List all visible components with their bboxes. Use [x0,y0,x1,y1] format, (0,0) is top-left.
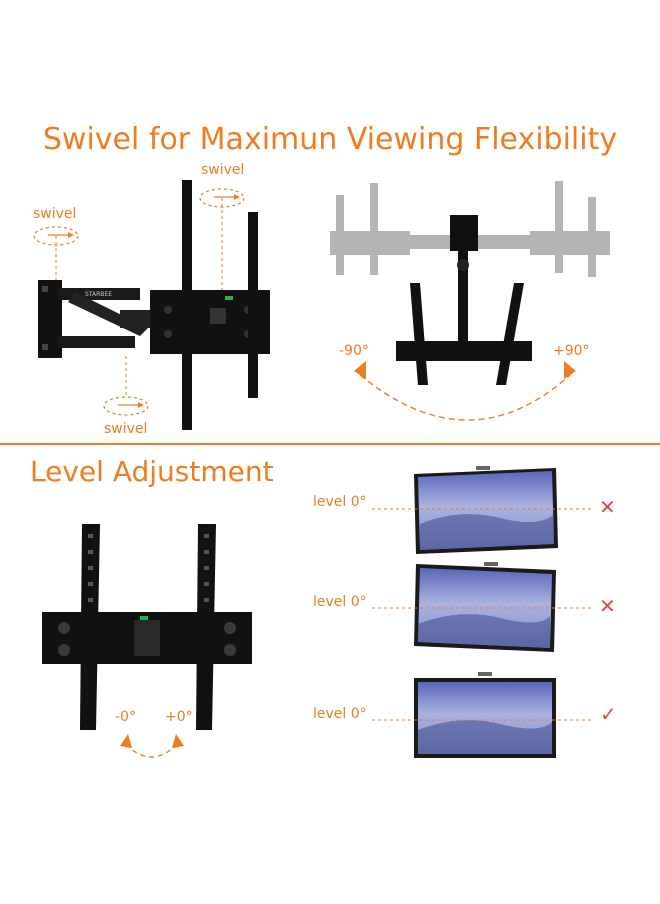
level-row-1-cross-icon: ✕ [599,495,616,519]
articulating-mount-image: STARBEE [33,180,270,430]
swivel-label-left: swivel [33,206,77,222]
level-row-2-label: level 0° [313,594,367,610]
tilt-label-pos0: +0° [165,709,193,725]
swivel-label-bottom: swivel [104,421,148,437]
level-section-title: Level Adjustment [30,455,274,488]
level-row-3-guide [372,719,592,721]
tilt-mount-image [42,524,252,758]
level-row-2-cross-icon: ✕ [599,594,616,618]
rotation-label-pos90: +90° [553,343,590,359]
level-row-2-guide [372,607,592,609]
swivel-section-title: Swivel for Maximun Viewing Flexibility [42,122,618,157]
swivel-label-top: swivel [201,162,245,178]
level-row-3-label: level 0° [313,706,367,722]
level-row-1-guide [372,508,592,510]
level-row-3-check-icon: ✓ [600,702,617,726]
level-row-3-tv-image [414,672,556,758]
level-row-1-label: level 0° [313,494,367,510]
rotation-diagram-image [330,181,610,421]
tilt-label-neg0: -0° [115,709,136,725]
section-divider [0,443,660,445]
rotation-label-neg90: -90° [339,343,369,359]
level-row-2-tv-image [414,562,556,652]
brand-mark: STARBEE [85,291,112,298]
level-row-1-tv-image [414,466,558,554]
